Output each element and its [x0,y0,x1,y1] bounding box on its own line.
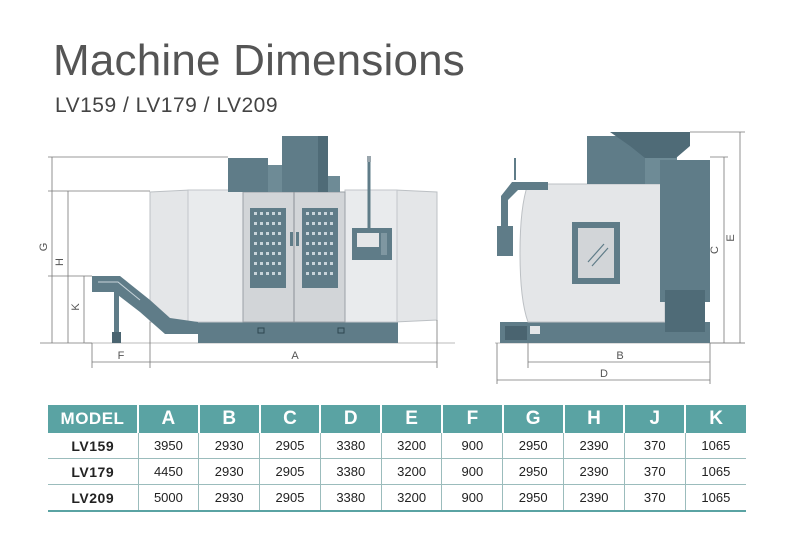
dim-label-b: B [616,350,623,362]
dimensions-table: MODEL A B C D E F G H J K LV159 3950 293… [48,405,746,512]
header-a: A [138,405,200,433]
header-j: J [624,405,687,433]
table-cell: 2950 [502,433,565,459]
header-h: H [563,405,626,433]
dim-label-c: C [709,246,721,254]
table-cell: 2950 [502,484,565,512]
page-title: Machine Dimensions [53,36,465,85]
table-cell: 1065 [685,458,746,485]
dim-label-d: D [600,368,608,380]
model-cell: LV209 [48,484,139,512]
model-cell: LV159 [48,433,139,459]
table-cell: 2390 [563,433,625,459]
header-e: E [381,405,443,433]
dim-label-g: G [38,243,50,252]
table-cell: 2930 [198,458,261,485]
table-cell: 3200 [381,433,443,459]
table-cell: 3950 [138,433,200,459]
table-row: LV159 3950 2930 2905 3380 3200 900 2950 … [48,433,746,459]
table-cell: 3200 [381,458,443,485]
table-cell: 5000 [138,484,200,512]
table-cell: 3380 [320,433,382,459]
header-model: MODEL [48,405,139,433]
header-b: B [198,405,261,433]
header-f: F [441,405,504,433]
header-d: D [320,405,383,433]
table-cell: 3200 [381,484,443,512]
dim-label-e: E [725,234,737,241]
model-cell: LV179 [48,458,139,485]
dim-label-f: F [118,350,125,362]
dim-label-a: A [291,350,299,362]
dim-label-k: K [70,303,82,311]
table-cell: 2390 [563,484,625,512]
table-header-row: MODEL A B C D E F G H J K [48,405,746,433]
header-k: K [685,405,746,433]
side-view: C E B D [495,131,745,384]
table-row: LV179 4450 2930 2905 3380 3200 900 2950 … [48,458,746,485]
table-cell: 3380 [320,484,382,512]
header-c: C [259,405,322,433]
table-cell: 4450 [138,458,200,485]
table-cell: 900 [441,484,504,512]
dim-label-h: H [54,258,66,266]
table-cell: 900 [441,433,504,459]
page-subtitle: LV159 / LV179 / LV209 [55,94,279,117]
table-cell: 2905 [259,484,321,512]
table-cell: 2390 [563,458,625,485]
header-g: G [502,405,565,433]
table-cell: 2930 [198,484,261,512]
machine-drawing: G H K F A [38,131,745,384]
table-cell: 1065 [685,484,746,512]
front-view: G H K F A [38,136,455,368]
table-cell: 1065 [685,433,746,459]
table-cell: 900 [441,458,504,485]
table-cell: 370 [624,484,686,512]
table-cell: 370 [624,458,686,485]
table-cell: 3380 [320,458,382,485]
table-row: LV209 5000 2930 2905 3380 3200 900 2950 … [48,484,746,512]
table-cell: 2950 [502,458,565,485]
table-cell: 2930 [198,433,261,459]
table-cell: 2905 [259,433,321,459]
table-cell: 370 [624,433,686,459]
table-cell: 2905 [259,458,321,485]
